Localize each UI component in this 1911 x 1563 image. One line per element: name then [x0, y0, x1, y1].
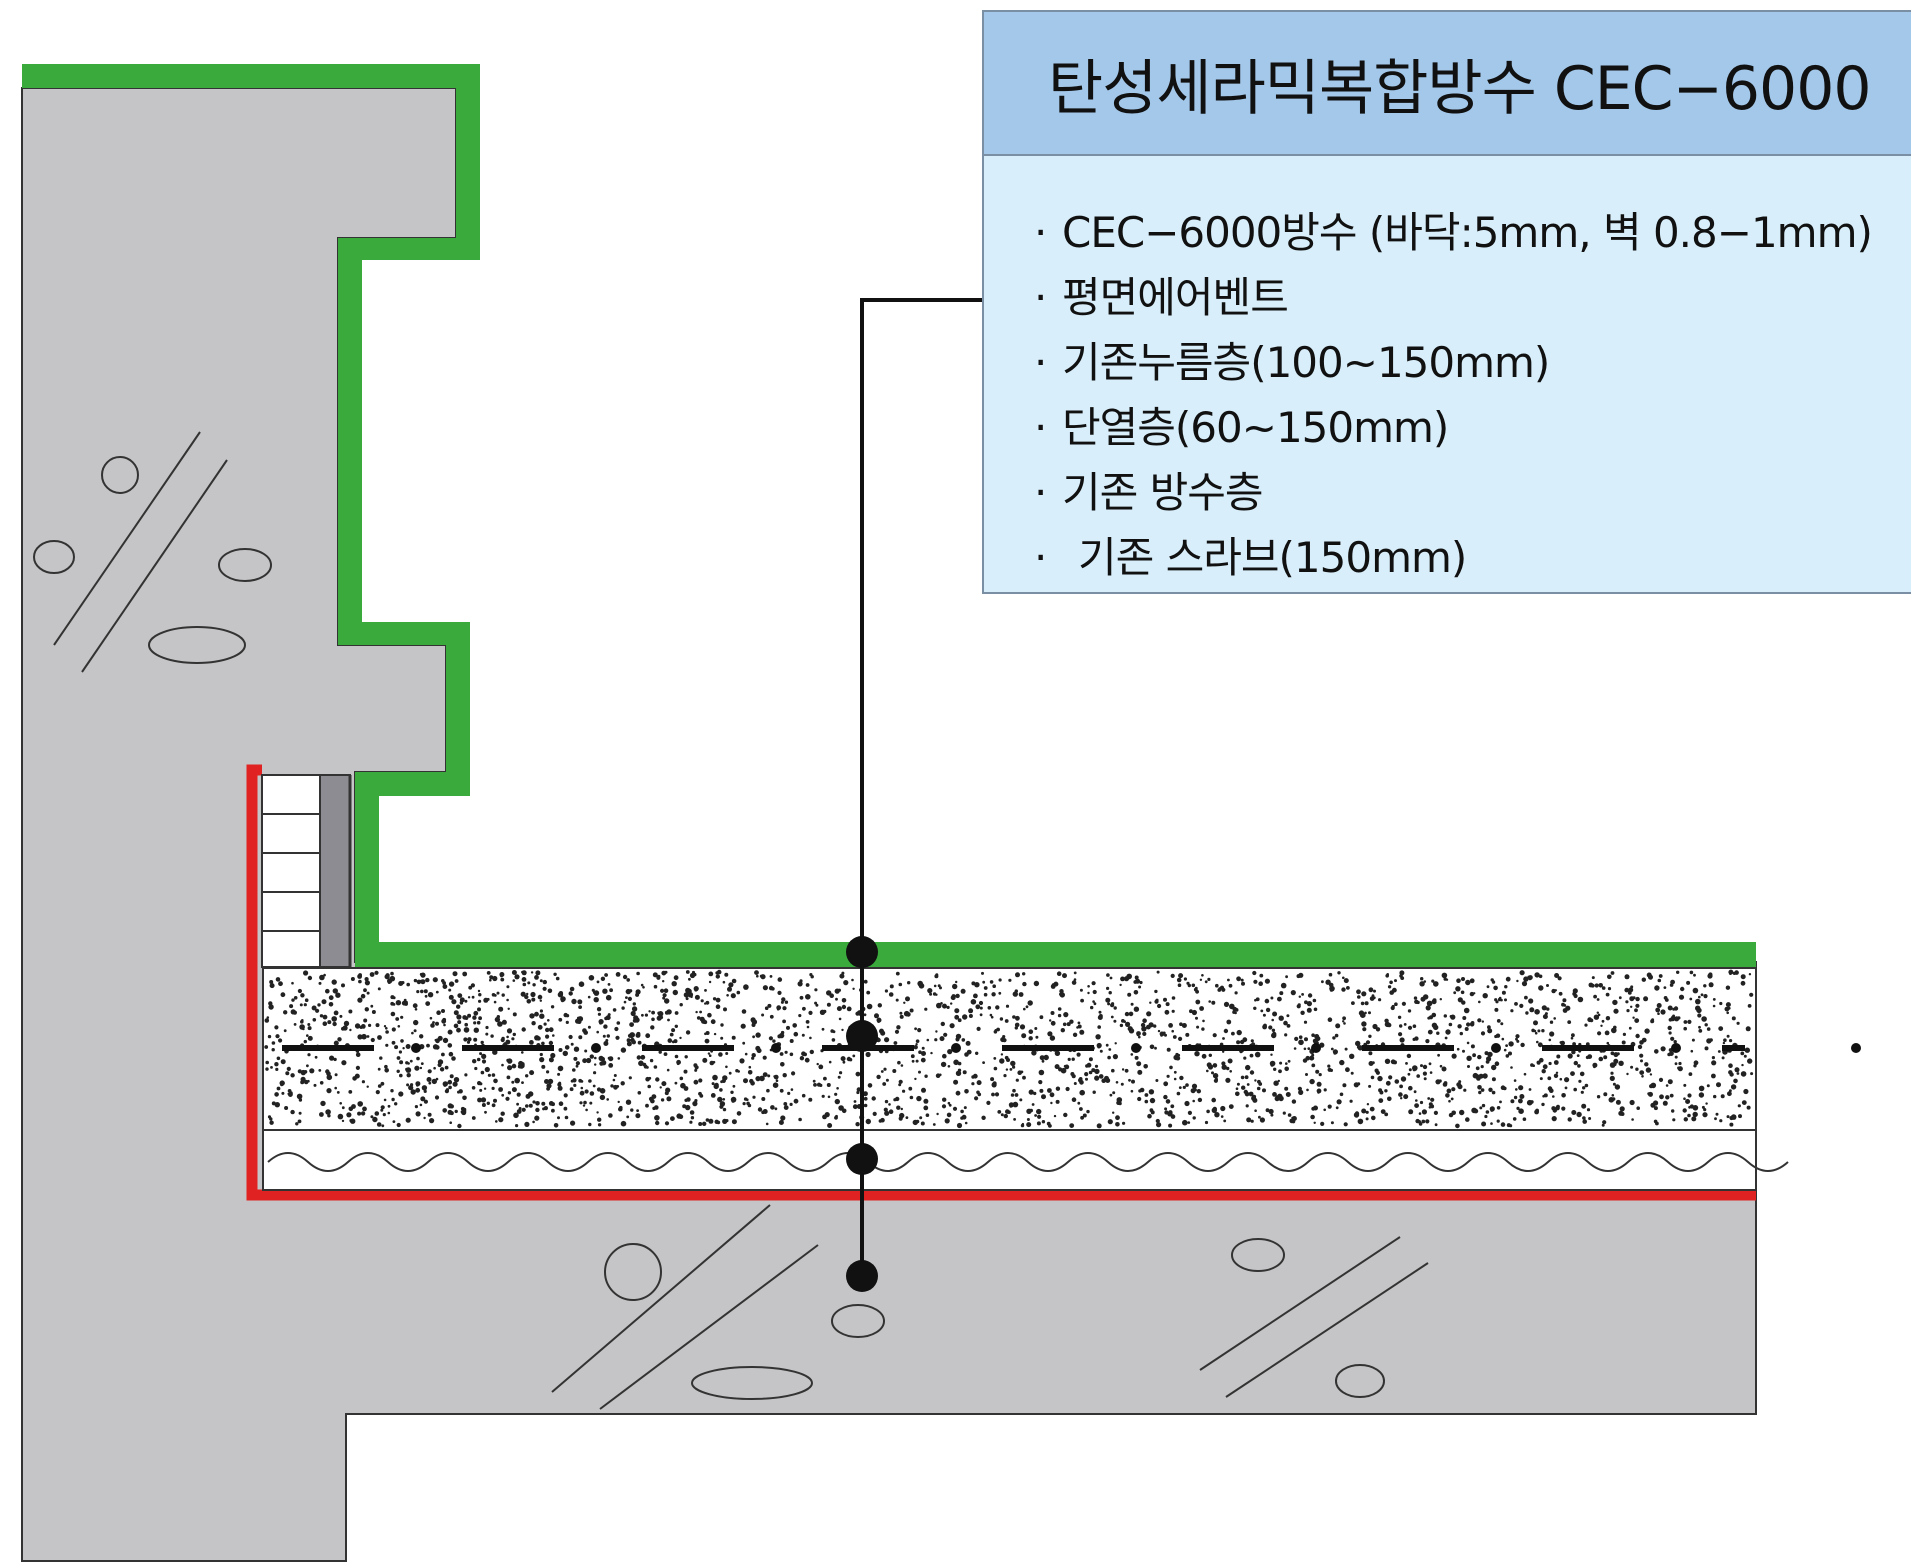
bullet: ·	[1034, 403, 1047, 452]
legend-item-label: 기존누름층(100~150mm)	[1062, 338, 1550, 387]
legend-item-air-vent: · 평면에어벤트	[1034, 265, 1872, 330]
aggregate-marks	[33, 431, 1429, 1410]
legend-item-waterproof-layer: · 기존 방수층	[1034, 460, 1872, 525]
legend-item-membrane: · CEC−6000방수 (바닥:5mm, 벽 0.8−1mm)	[1034, 200, 1873, 265]
bullet: ·	[1034, 533, 1047, 582]
wall-insulation	[261, 774, 352, 968]
callout-dot-slab	[846, 1260, 878, 1292]
legend-header: 탄성세라믹복합방수 CEC−6000	[984, 12, 1911, 156]
callout-dot-membrane	[846, 936, 878, 968]
leader-line	[846, 298, 982, 1292]
legend-item-label: 기존 방수층	[1062, 468, 1264, 517]
legend-item-press-layer: · 기존누름층(100~150mm)	[1034, 330, 1872, 395]
bullet: ·	[1034, 208, 1047, 257]
bullet: ·	[1034, 273, 1047, 322]
legend-item-label: CEC−6000방수 (바닥:5mm, 벽 0.8−1mm)	[1062, 208, 1873, 257]
cec6000-membrane	[22, 64, 1756, 968]
legend-item-slab: · 기존 스라브(150mm)	[1034, 525, 1872, 590]
legend-item-label: 단열층(60~150mm)	[1062, 403, 1449, 452]
press-layer-dots	[264, 969, 1754, 1129]
legend-item-label: 기존 스라브(150mm)	[1078, 533, 1467, 582]
insulation-layer	[262, 1129, 1757, 1191]
callout-dot-insulation	[846, 1143, 878, 1175]
bullet: ·	[1034, 468, 1047, 517]
existing-waterproof-layer	[246, 764, 1756, 1201]
legend-item-insulation: · 단열층(60~150mm)	[1034, 395, 1872, 460]
legend-item-label: 평면에어벤트	[1062, 273, 1289, 322]
legend-title: 탄성세라믹복합방수 CEC−6000	[1048, 53, 1872, 124]
insulation-wave	[267, 1152, 1789, 1172]
legend-list: ·CEC−6000방수 (바닥:5mm, 벽 0.8−1mm) ·평면에어벤트 …	[1034, 200, 1873, 590]
legend-box: 탄성세라믹복합방수 CEC−6000 · CEC−6000방수 (바닥:5mm, …	[982, 10, 1911, 594]
bullet: ·	[1034, 338, 1047, 387]
air-vent-line	[282, 1043, 1861, 1053]
callout-dot-vent	[846, 1020, 878, 1052]
